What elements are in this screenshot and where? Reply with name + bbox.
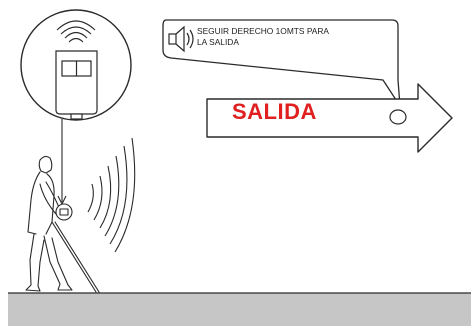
callout-line-1: SEGUIR DERECHO 1OMTS PARA: [197, 26, 330, 36]
exit-sign-label: SALIDA: [232, 99, 317, 124]
handheld-device-icon: [55, 50, 98, 120]
floor-band: [8, 293, 471, 326]
callout-line-2: LA SALIDA: [197, 37, 239, 47]
magnified-device-view: [20, 9, 132, 206]
speaker-icon: [168, 25, 194, 53]
instruction-callout: [162, 19, 401, 107]
exit-arrow-shape: [206, 83, 453, 153]
blind-person-figure: [25, 155, 100, 293]
held-device-icon: [55, 203, 73, 221]
wifi-signal-icon: [56, 20, 96, 43]
radio-waves-icon: [87, 137, 136, 253]
exit-beacon-icon: [389, 109, 407, 125]
callout-message: SEGUIR DERECHO 1OMTS PARA LA SALIDA: [197, 26, 377, 48]
